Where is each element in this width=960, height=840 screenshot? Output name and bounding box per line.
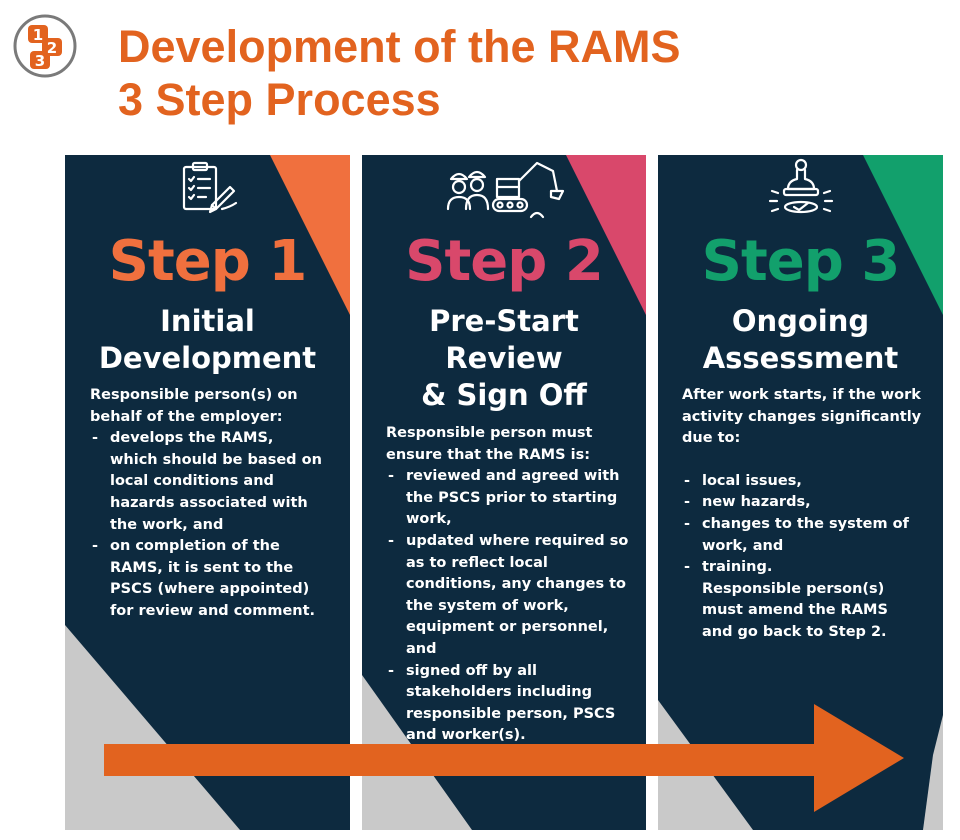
clipboard-checklist-icon xyxy=(182,161,238,214)
list-item: updated where required so as to reflect … xyxy=(386,531,631,661)
logo-digit-2: 2 xyxy=(47,39,57,57)
step-1-label: Step 1 xyxy=(108,229,308,294)
step-1-intro: Responsible person(s) on behalf of the e… xyxy=(90,387,298,425)
step-2-description: Responsible person must ensure that the … xyxy=(386,423,631,747)
logo-digit-3: 3 xyxy=(35,52,45,70)
step-1-heading-line-2: Development xyxy=(98,341,317,375)
step-3-heading: Ongoing Assessment xyxy=(658,303,943,377)
list-item: new hazards, xyxy=(682,492,922,514)
step-3-list: local issues, new hazards, changes to th… xyxy=(682,471,922,579)
step-2-heading: Pre-Start Review & Sign Off xyxy=(362,303,646,414)
process-arrow xyxy=(104,704,904,812)
step-2-heading-line-2: Review xyxy=(445,341,563,375)
step-3-panel: Step 3 Ongoing Assessment After work sta… xyxy=(658,155,943,830)
list-item: local issues, xyxy=(682,471,922,493)
list-item: reviewed and agreed with the PSCS prior … xyxy=(386,466,631,531)
step-1-panel: Step 1 Initial Development Responsible p… xyxy=(65,155,350,830)
step-3-heading-line-1: Ongoing xyxy=(731,304,870,338)
step-2-heading-line-1: Pre-Start xyxy=(429,304,579,338)
approval-stamp-icon xyxy=(768,158,834,214)
list-item: training. xyxy=(682,557,922,579)
step-3-intro: After work starts, if the work activity … xyxy=(682,387,922,447)
step-2-label: Step 2 xyxy=(405,229,604,294)
step-3-heading-line-2: Assessment xyxy=(702,341,899,375)
step-3-footer: Responsible person(s) must amend the RAM… xyxy=(702,580,888,640)
step-1-list: develops the RAMS, which should be based… xyxy=(90,428,325,622)
step-2-intro: Responsible person must ensure that the … xyxy=(386,425,593,463)
page-title: Development of the RAMS 3 Step Process xyxy=(118,20,681,126)
step-1-description: Responsible person(s) on behalf of the e… xyxy=(90,385,325,623)
step-1-heading: Initial Development xyxy=(65,303,350,377)
step-2-heading-line-3: & Sign Off xyxy=(421,378,587,412)
step-3-description: After work starts, if the work activity … xyxy=(682,385,922,644)
numbered-steps-icon: 1 2 3 xyxy=(13,14,77,78)
workers-excavator-icon xyxy=(446,161,565,219)
list-item: develops the RAMS, which should be based… xyxy=(90,428,325,536)
list-item: changes to the system of work, and xyxy=(682,514,922,557)
step-1-heading-line-1: Initial xyxy=(160,304,255,338)
page-title-line-1: Development of the RAMS xyxy=(118,21,681,72)
page-title-line-2: 3 Step Process xyxy=(118,74,441,125)
step-2-list: reviewed and agreed with the PSCS prior … xyxy=(386,466,631,747)
step-3-label: Step 3 xyxy=(701,229,901,294)
list-item: signed off by all stakeholders including… xyxy=(386,661,631,747)
logo-digit-1: 1 xyxy=(33,26,43,44)
list-item: on completion of the RAMS, it is sent to… xyxy=(90,536,325,622)
